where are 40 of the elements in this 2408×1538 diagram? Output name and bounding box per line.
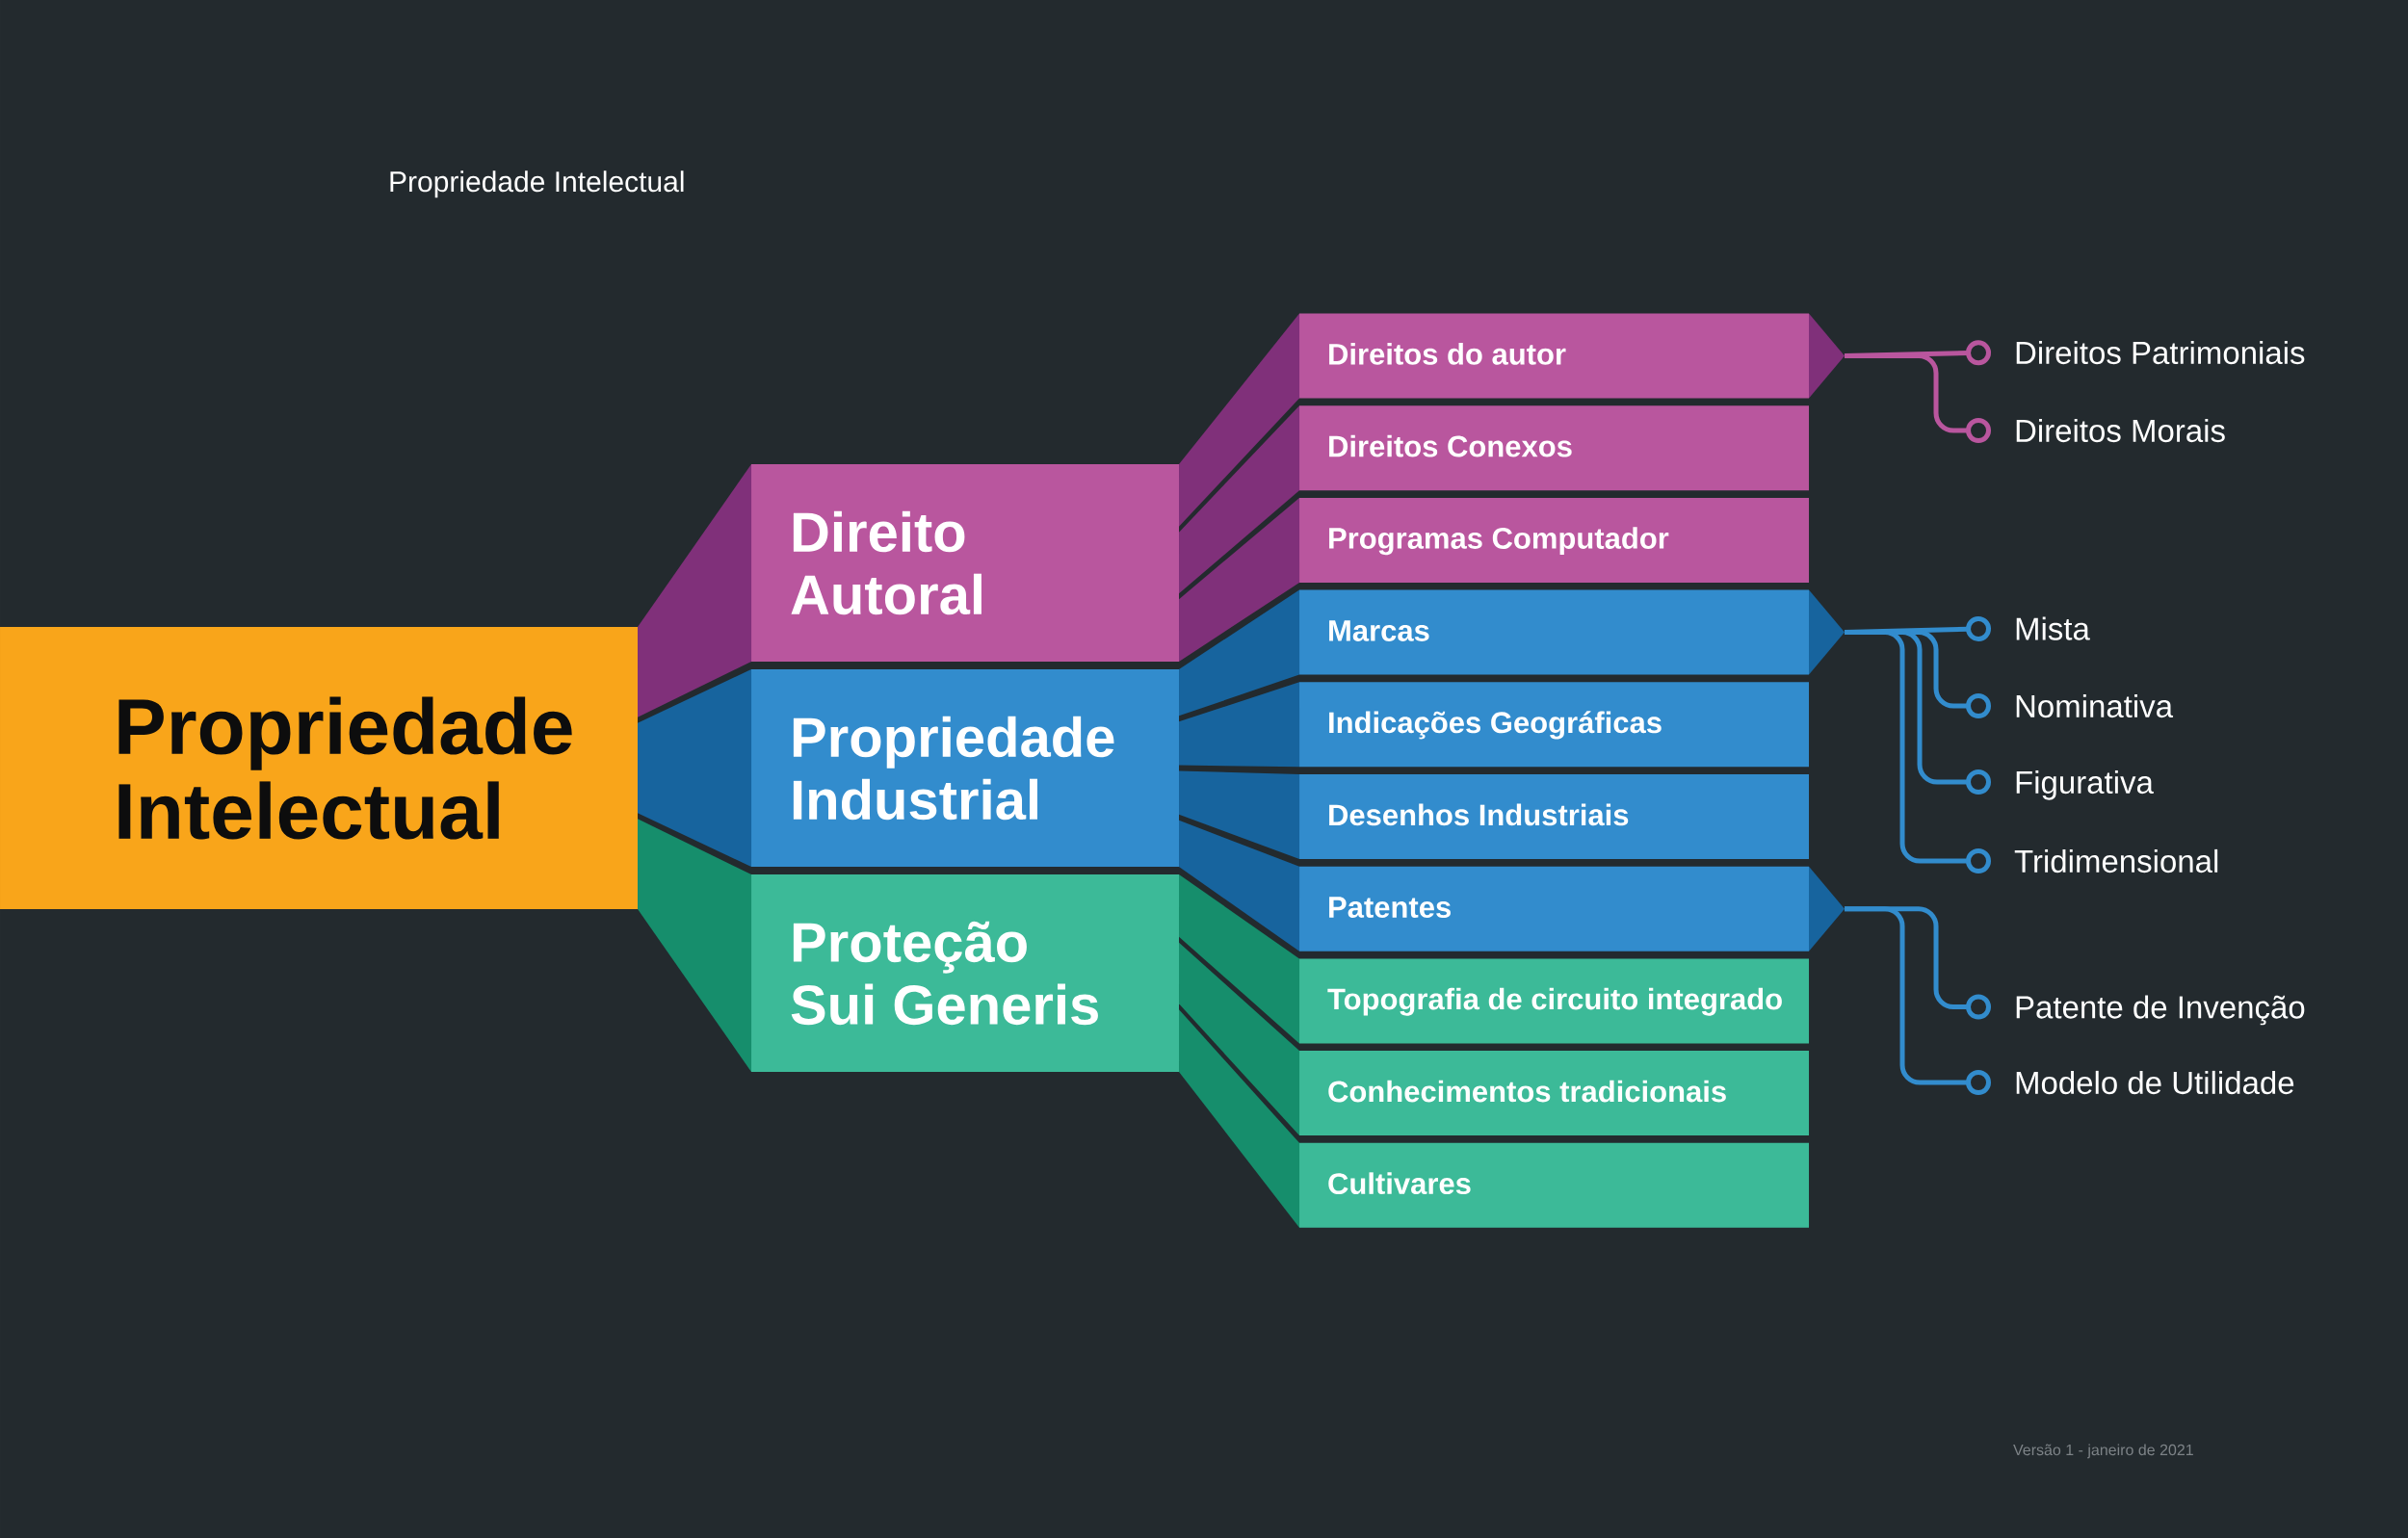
root-box: Propriedade Intelectual — [0, 627, 638, 909]
subcategory-box: Direitos do autor — [1299, 313, 1845, 399]
branch-text: Patente de Invenção — [2016, 995, 2305, 1026]
category-box: Proteção Sui Generis — [751, 874, 1179, 1072]
ribbon-connector — [638, 819, 751, 1072]
branch-text: Mista — [2016, 616, 2090, 640]
ribbon-connector — [1179, 770, 1299, 859]
subtitle: Propriedade Intelectual — [390, 170, 684, 198]
subcategory-box: Cultivares — [1299, 1142, 1809, 1228]
branch-text: Modelo de Utilidade — [2016, 1070, 2294, 1095]
ribbon-connector — [1179, 405, 1299, 594]
subcategory-box: Patentes — [1299, 866, 1845, 951]
footer-note: Versão 1 - janeiro de 2021 — [2013, 1444, 2193, 1459]
ribbon-connector — [1179, 942, 1299, 1136]
branch-text: Direitos Patrimoniais — [2016, 340, 2305, 365]
branch-text: Nominativa — [2016, 693, 2174, 718]
branch-text: Direitos Morais — [2016, 418, 2225, 443]
ribbon-connector — [1179, 874, 1299, 1044]
ribbon-connector — [1179, 682, 1299, 768]
subcategory-box: Conhecimentos tradicionais — [1299, 1051, 1809, 1136]
connector-line — [1845, 906, 1991, 1095]
subcategory-box: Desenhos Industriais — [1299, 774, 1809, 859]
ribbon-connector — [1179, 1009, 1299, 1228]
category-box: Propriedade Industrial — [751, 669, 1179, 867]
subcategory-box: Indicações Geográficas — [1299, 682, 1809, 768]
subcategory-box: Direitos Conexos — [1299, 405, 1809, 491]
subcategory-box: Marcas — [1299, 589, 1845, 675]
ribbon-connector — [1179, 497, 1299, 662]
ribbon-connector — [1179, 313, 1299, 527]
branch-text: Figurativa — [2016, 769, 2154, 800]
subcategory-box: Programas Computador — [1299, 497, 1809, 583]
ribbon-connector — [638, 669, 751, 867]
category-box: Direito Autoral — [751, 464, 1179, 662]
ribbon-connector — [638, 464, 751, 717]
connector-line — [1844, 340, 1991, 443]
connector-line — [1844, 615, 1991, 873]
ribbon-connector — [1179, 589, 1299, 717]
ribbon-connector — [1179, 820, 1299, 951]
subcategory-box: Topografia de circuito integrado — [1299, 958, 1809, 1044]
branch-text: Tridimensional — [2014, 848, 2218, 873]
